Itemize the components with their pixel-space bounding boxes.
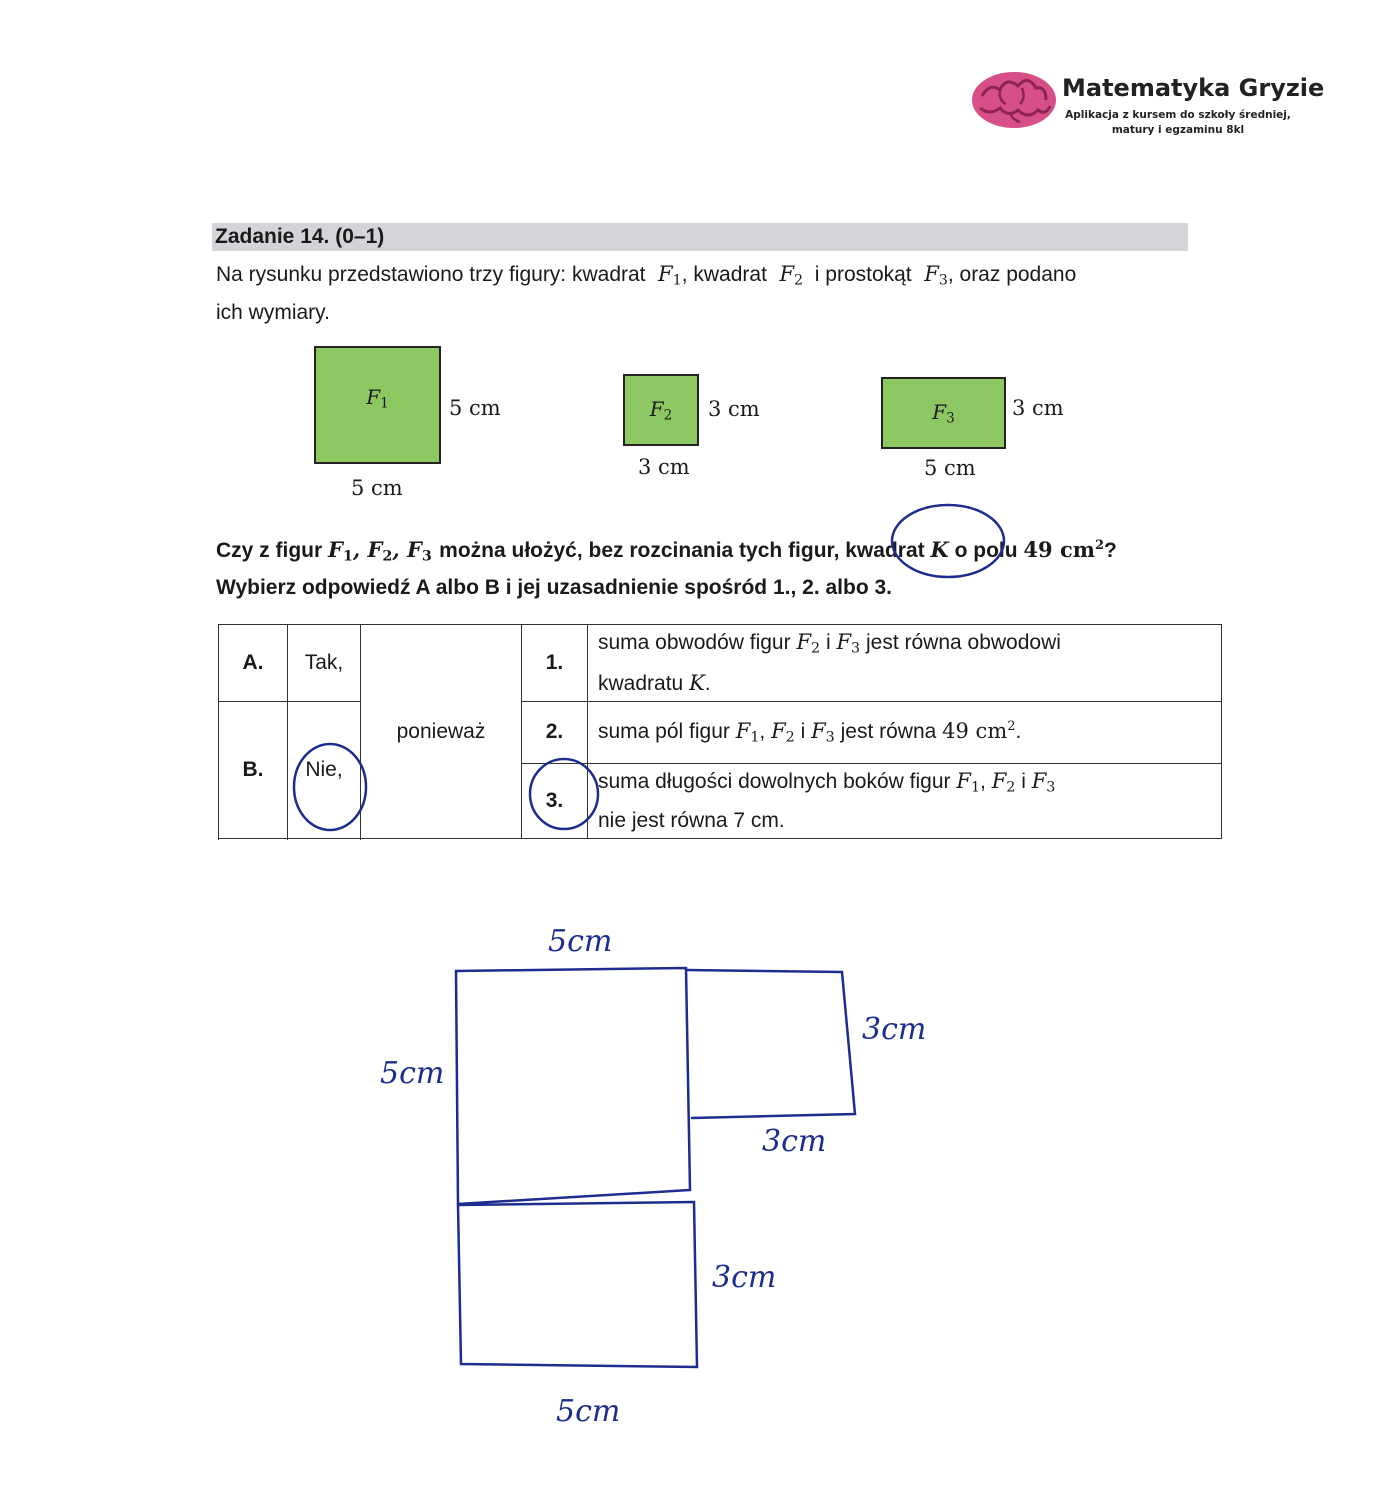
hand-label-right-bottom: 3cm — [712, 1260, 777, 1295]
logo-subtitle-line1: Aplikacja z kursem do szkoły średniej, — [1065, 109, 1291, 121]
question-line2: Wybierz odpowiedź A albo B i jej uzasadn… — [216, 576, 893, 600]
intro-f3: F3 — [924, 262, 948, 289]
option-a-letter[interactable]: A. — [218, 624, 288, 702]
figure-f2-label: F2 — [649, 396, 673, 424]
figure-f3-label: F3 — [932, 399, 955, 427]
hand-rect-bottom — [456, 1200, 699, 1369]
figure-f1: F1 — [314, 346, 441, 464]
hand-label-mid: 3cm — [762, 1124, 827, 1159]
intro-text-1: Na rysunku przedstawiono trzy figury: kw… — [216, 263, 646, 286]
question: Czy z figur F1, F2, F3 można ułożyć, bez… — [216, 530, 1216, 604]
question-part2: można ułożyć, bez rozcinania tych figur, — [439, 538, 840, 562]
question-part3: o polu — [954, 538, 1018, 562]
hand-label-bottom: 5cm — [556, 1394, 621, 1429]
question-circled-word: kwadrat — [845, 538, 925, 562]
intro-f2: F2 — [779, 262, 804, 289]
answer-table: A. Tak, ponieważ 1. suma obwodów figur F… — [218, 623, 1222, 840]
figure-f3-width: 5 cm — [924, 456, 976, 480]
question-var-k: K — [930, 536, 949, 562]
logo-title: Matematyka Gryzie — [1062, 74, 1325, 102]
option-a-word[interactable]: Tak, — [287, 624, 361, 702]
figure-f1-width: 5 cm — [351, 476, 403, 500]
reason-2-number[interactable]: 2. — [521, 700, 588, 764]
question-mark: ? — [1104, 538, 1117, 562]
brain-icon — [972, 72, 1056, 128]
intro-text-3: i prostokąt — [814, 263, 912, 286]
circle-reason-3 — [528, 757, 600, 831]
question-part1: Czy z figur — [216, 538, 323, 562]
intro-text-2: , kwadrat — [681, 263, 767, 286]
task-intro: Na rysunku przedstawiono trzy figury: kw… — [216, 258, 1196, 329]
figure-f2-height: 3 cm — [708, 397, 760, 421]
option-b-letter[interactable]: B. — [218, 700, 288, 840]
intro-f1: F1 — [658, 262, 682, 289]
option-b-word[interactable]: Nie, — [287, 700, 361, 840]
hand-square-right — [684, 968, 857, 1120]
figure-f1-label: F1 — [366, 384, 389, 412]
hand-label-left: 5cm — [380, 1056, 445, 1091]
circle-kwadrat — [890, 503, 1006, 579]
hand-drawing — [454, 966, 857, 1369]
circle-option-b — [292, 742, 368, 832]
task-header-bar: Zadanie 14. (0–1) — [212, 223, 1188, 251]
figure-f2: F2 — [623, 374, 699, 446]
logo-subtitle: Aplikacja z kursem do szkoły średniej, m… — [1062, 108, 1294, 138]
reason-3-text[interactable]: suma długości dowolnych boków figur F1, … — [587, 762, 1222, 840]
logo: Matematyka Gryzie Aplikacja z kursem do … — [970, 66, 1324, 146]
figure-f3-height: 3 cm — [1012, 396, 1064, 420]
figure-f1-height: 5 cm — [449, 396, 501, 420]
hand-square-top-left — [454, 966, 692, 1206]
reason-2-text[interactable]: suma pól figur F1, F2 i F3 jest równa 49… — [587, 700, 1222, 764]
logo-subtitle-line2: matury i egzaminu 8kl — [1111, 124, 1245, 136]
hand-label-top: 5cm — [548, 924, 613, 959]
question-area: 49 cm2 — [1023, 536, 1105, 562]
intro-text-4: , oraz podano — [947, 263, 1077, 286]
figure-f2-width: 3 cm — [638, 455, 690, 479]
task-header: Zadanie 14. (0–1) — [215, 225, 385, 248]
reason-1-text[interactable]: suma obwodów figur F2 i F3 jest równa ob… — [587, 624, 1222, 702]
question-figures: F1, F2, F3 — [328, 536, 432, 565]
figure-f3: F3 — [881, 377, 1006, 449]
intro-line2: ich wymiary. — [216, 300, 330, 324]
hand-label-right-top: 3cm — [862, 1012, 927, 1047]
